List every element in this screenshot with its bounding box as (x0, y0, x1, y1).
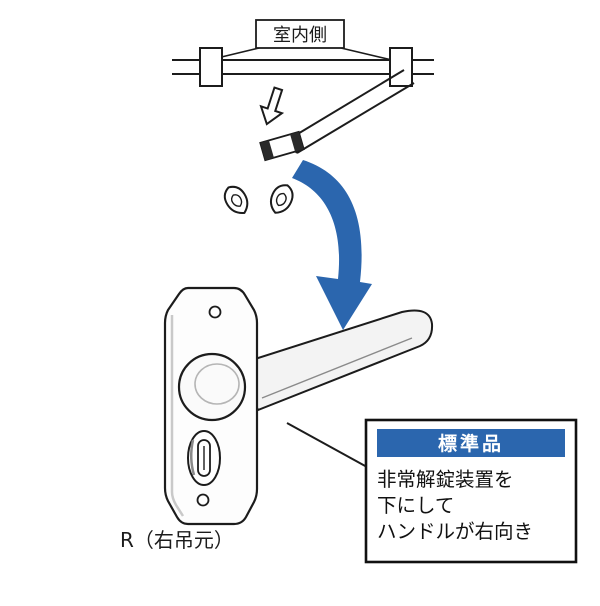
handle-hub-boss (194, 363, 240, 405)
guide-block-left (199, 47, 223, 87)
down-arrow-shape (259, 86, 285, 126)
latch-bar-assembly (172, 47, 434, 87)
rosette-inner-shadow (170, 315, 185, 517)
clip-jaw-right (290, 131, 304, 152)
callout-header-bar (377, 429, 565, 457)
spindle-edge-1 (285, 69, 405, 142)
label-leader-right (340, 47, 393, 61)
screw-hole-bottom (196, 493, 210, 507)
screw-cap-left (223, 185, 249, 214)
spindle-edge-2 (296, 82, 415, 154)
lever-ridge-line (261, 337, 413, 399)
emergency-release-shade (190, 439, 196, 476)
callout-line-3: ハンドルが右向き (377, 520, 533, 543)
mounting-screw-caps (223, 184, 294, 214)
indoor-side-label-box (255, 19, 345, 49)
screw-cap-right (269, 184, 294, 214)
standard-spec-callout: 標準品 非常解錠装置を 下にして ハンドルが右向き (364, 418, 578, 564)
guide-block-right (389, 47, 413, 87)
handle-hub (177, 352, 247, 422)
handle-orientation-caption: R（右吊元） (120, 528, 234, 552)
indoor-side-label: 室内側 (255, 19, 345, 49)
indoor-side-label-text: 室内側 (273, 25, 327, 46)
callout-line-1: 非常解錠装置を (377, 468, 514, 491)
lever-handle-assembly (163, 286, 434, 526)
screw-hole-top (208, 305, 222, 319)
clip-jaw-left (260, 140, 274, 161)
callout-pointer-line (286, 422, 368, 468)
callout-line-2: 下にして (377, 494, 454, 517)
callout-header-text: 標準品 (438, 432, 504, 455)
assembly-direction-arrow-icon (292, 160, 372, 330)
spindle-clip (259, 130, 305, 162)
insertion-direction-arrow-icon (259, 86, 285, 126)
